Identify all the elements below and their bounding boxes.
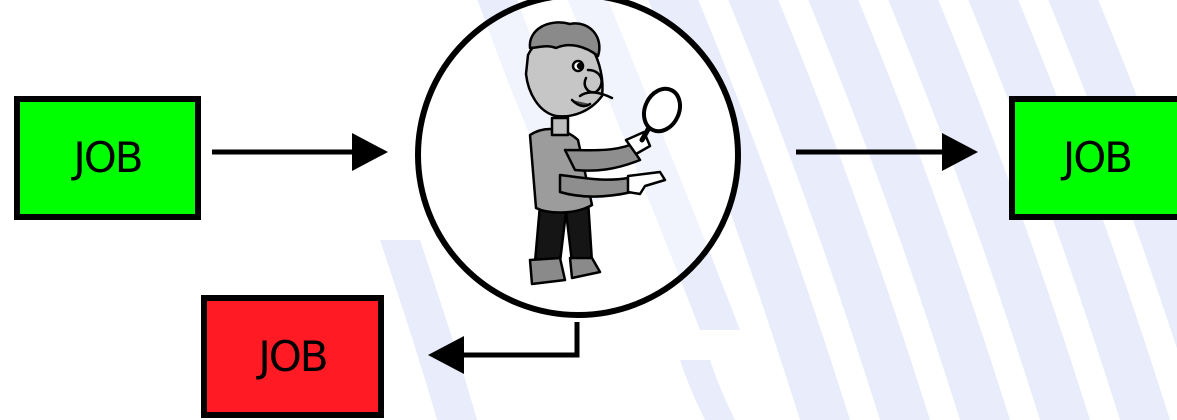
job-input-label: JOB xyxy=(73,137,141,179)
job-rejected-box: JOB xyxy=(201,295,384,418)
arrow-to-inspector xyxy=(212,133,388,171)
job-rejected-label: JOB xyxy=(258,336,326,378)
job-accepted-box: JOB xyxy=(1009,96,1177,220)
arrow-to-rejected xyxy=(428,322,577,374)
job-accepted-label: JOB xyxy=(1063,137,1131,179)
job-input-box: JOB xyxy=(14,96,201,220)
